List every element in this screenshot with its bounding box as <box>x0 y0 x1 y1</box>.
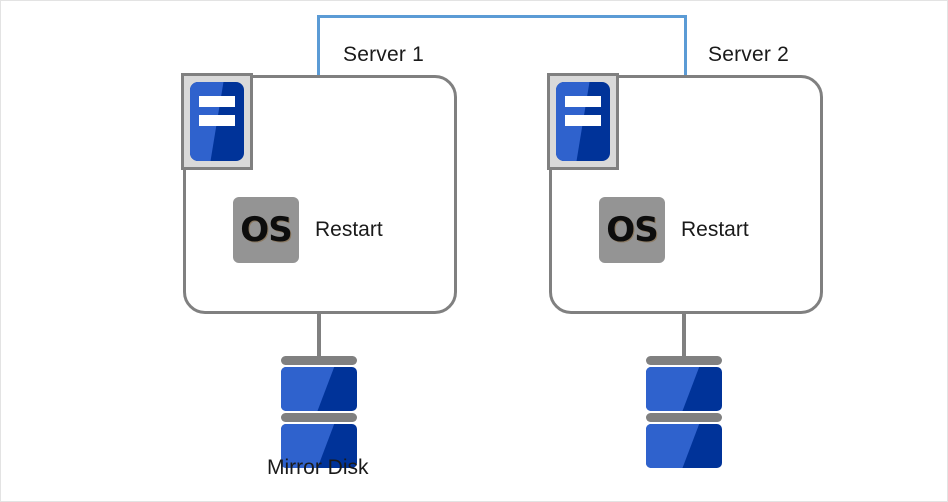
disk-platter-icon <box>646 367 722 411</box>
server-2-status-label: Restart <box>681 218 749 241</box>
server-1-disk-stack-icon <box>281 356 357 470</box>
heartbeat-link-top-segment <box>317 15 687 18</box>
os-badge-icon: OS <box>233 197 299 263</box>
disk-platter-icon <box>281 367 357 411</box>
server-machine-slot-icon <box>565 115 601 126</box>
server-machine-icon <box>181 73 253 170</box>
server-2-box <box>549 75 823 314</box>
server-2-disk-connector <box>682 312 686 359</box>
mirror-disk-label: Mirror Disk <box>267 456 369 479</box>
disk-platter-icon <box>281 424 357 468</box>
server-machine-slot-icon <box>199 115 235 126</box>
server-2-label: Server 2 <box>708 43 789 66</box>
disk-platter-icon <box>646 424 722 468</box>
server-1-status-label: Restart <box>315 218 383 241</box>
server-1-os-status-group: OS Restart <box>233 197 383 263</box>
disk-bar-icon <box>646 356 722 365</box>
disk-bar-icon <box>646 413 722 422</box>
server-machine-body <box>556 82 610 161</box>
server-1-disk-connector <box>317 312 321 359</box>
server-2-os-status-group: OS Restart <box>599 197 749 263</box>
server-1-label: Server 1 <box>343 43 424 66</box>
heartbeat-link-left-segment <box>317 15 320 75</box>
disk-bar-icon <box>281 413 357 422</box>
heartbeat-link-right-segment <box>684 15 687 75</box>
server-machine-icon <box>547 73 619 170</box>
server-machine-slot-icon <box>199 96 235 107</box>
server-2-disk-stack-icon <box>646 356 722 470</box>
os-badge-icon: OS <box>599 197 665 263</box>
server-machine-body <box>190 82 244 161</box>
disk-bar-icon <box>281 356 357 365</box>
server-machine-slot-icon <box>565 96 601 107</box>
